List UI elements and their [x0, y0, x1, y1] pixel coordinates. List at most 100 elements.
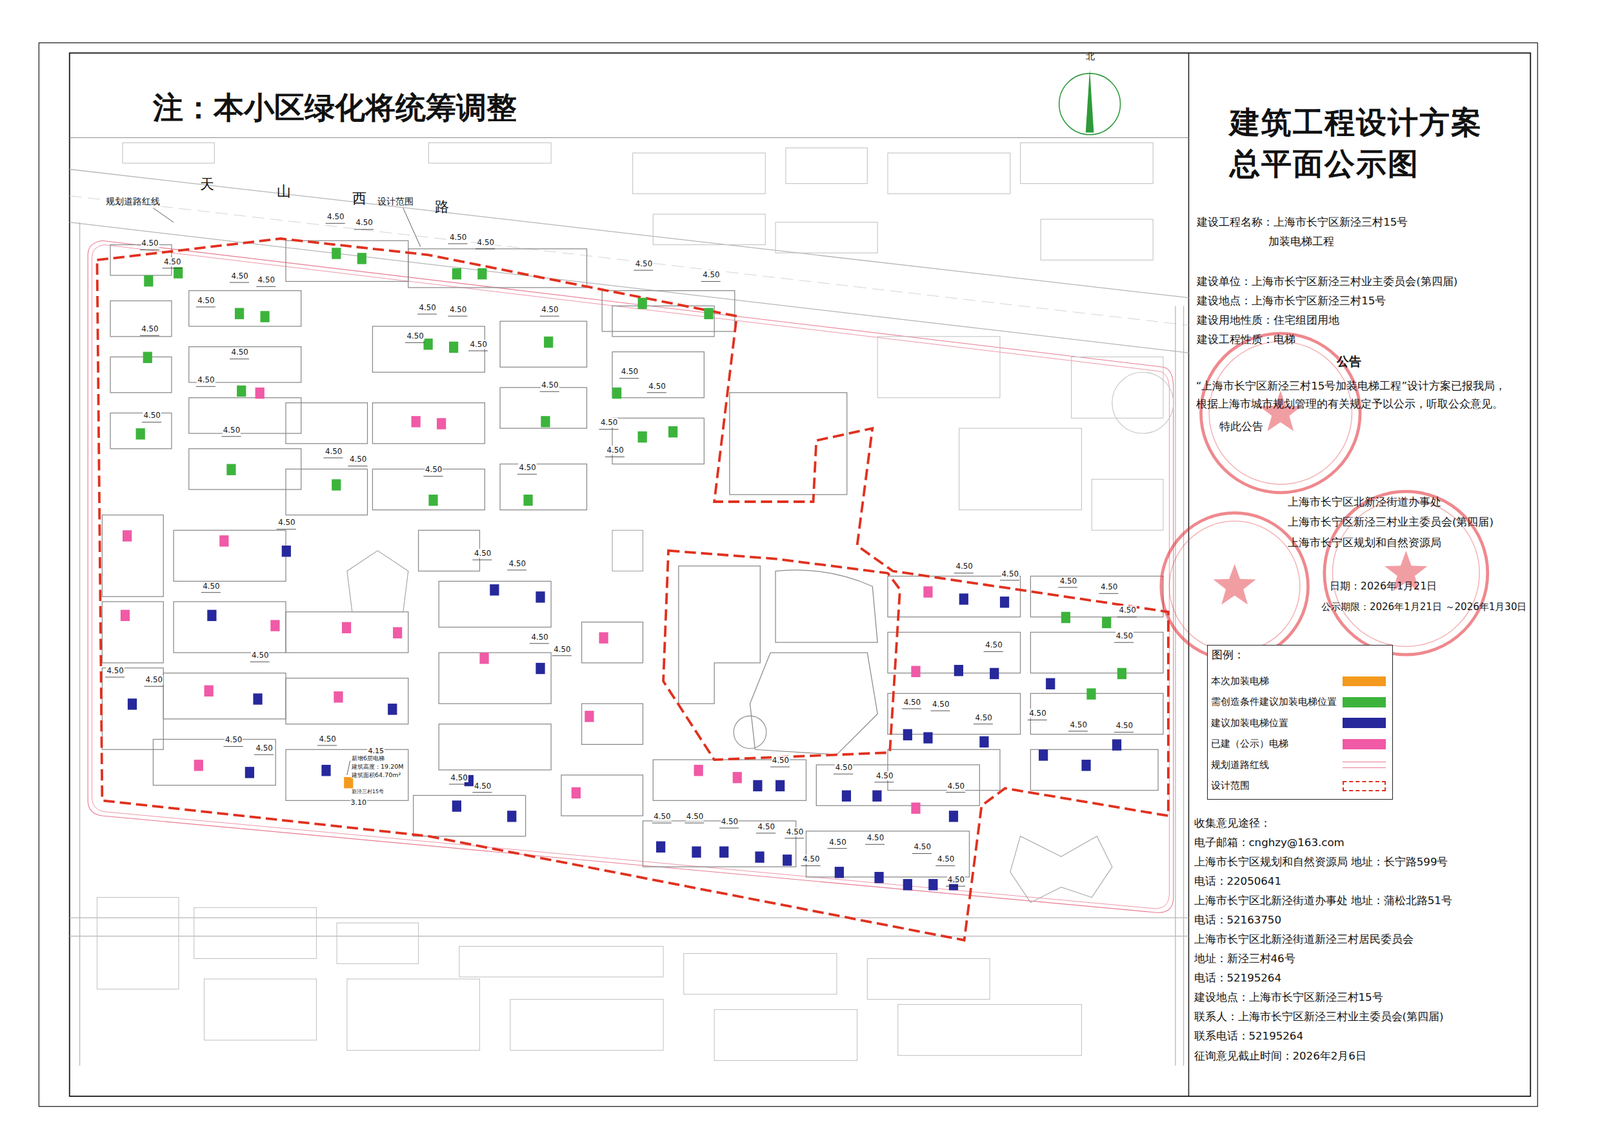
- notice-text: 上海市长宁区北新泾街道办事处 地址：蒲松北路51号: [1194, 894, 1453, 908]
- notice-text: 建设工程性质：电梯: [1196, 333, 1296, 347]
- dimension-line: [935, 865, 955, 867]
- dimension-line: [447, 243, 468, 244]
- neighbour-building: [959, 428, 1082, 511]
- dimension-line: [930, 710, 950, 712]
- elevator-position: [834, 867, 844, 879]
- neighbour-building: [1091, 479, 1164, 531]
- dimension-line: [973, 723, 993, 725]
- elevator-position: [120, 610, 130, 622]
- sheet-title: 建筑工程设计方案 总平面公示图: [1229, 101, 1506, 185]
- neighbour-building: [347, 979, 480, 1051]
- design-boundary-exclusion: [663, 550, 900, 760]
- dimension-line: [468, 350, 488, 351]
- leader-line: [152, 208, 174, 223]
- garden-pavilion: [347, 550, 409, 613]
- garden-pavilion: [612, 530, 643, 571]
- neighbour-building: [1071, 356, 1164, 419]
- notice-text: 收集意见途径：: [1194, 817, 1271, 831]
- dimension-line: [423, 476, 443, 477]
- elevator-position: [656, 841, 666, 853]
- residential-building: [152, 739, 276, 786]
- elevator-position: [540, 416, 550, 428]
- notice-text: 上海市长宁区新泾三村业主委员会(第四届): [1287, 516, 1494, 530]
- residential-building: [285, 403, 368, 444]
- stamp-star: [1259, 390, 1302, 432]
- dimension: 4.50: [1118, 605, 1137, 615]
- elevator-position: [979, 736, 989, 748]
- residential-building: [612, 418, 704, 464]
- elevator-position: [143, 275, 153, 287]
- dimension: 4.50: [224, 735, 243, 745]
- elevator-position: [910, 802, 920, 814]
- dimension: 4.50: [913, 842, 932, 852]
- dimension: 4.50: [647, 381, 666, 391]
- dimension: 4.50: [540, 380, 559, 390]
- residential-building: [642, 821, 796, 868]
- elevator-position: [234, 308, 244, 320]
- elevator-position: [775, 780, 785, 792]
- legend-line-sample: [1342, 761, 1386, 768]
- elevator-position: [436, 418, 446, 430]
- elevator-position: [923, 732, 933, 744]
- elevator-note: 建筑面积64.70m²: [350, 771, 402, 779]
- neighbour-building: [1020, 142, 1154, 184]
- dimension-line: [945, 792, 966, 793]
- dimension: 4.50: [196, 296, 215, 306]
- dimension: 4.50: [418, 303, 437, 313]
- elevator-position: [1000, 596, 1010, 608]
- elevator-position: [331, 247, 341, 259]
- residential-building: [887, 749, 1000, 791]
- dimension-line: [105, 676, 125, 678]
- elevator-position: [571, 787, 581, 799]
- callout-label: 规划道路红线: [105, 196, 160, 208]
- elevator-position: [1081, 760, 1091, 771]
- dimension-line: [472, 560, 492, 561]
- dimension-line: [983, 651, 1004, 653]
- notice-text: 日期：2026年1月21日: [1329, 580, 1437, 593]
- notice-text: 电话：52195264: [1194, 972, 1282, 986]
- elevator-position: [782, 854, 792, 866]
- dimension-line: [756, 832, 776, 834]
- elevator-position: [452, 800, 462, 812]
- elevator-position: [1117, 668, 1127, 680]
- sports-ground: [733, 716, 767, 750]
- dimension: 4.50: [875, 771, 894, 781]
- residential-building: [438, 724, 551, 771]
- dimension-line: [507, 569, 527, 571]
- elevator-note: 建筑高度：19.20M: [350, 763, 404, 771]
- residential-building: [561, 775, 644, 817]
- legend-text: 设计范围: [1210, 780, 1250, 792]
- dimension-line: [221, 436, 241, 437]
- north-label: 北: [1085, 50, 1095, 62]
- dimension-line: [1027, 720, 1048, 721]
- dimension: 4.50: [931, 700, 950, 710]
- dimension-line: [540, 391, 560, 393]
- elevator-position: [270, 620, 280, 631]
- dimension-line: [1114, 732, 1134, 733]
- notice-text: 特此公告: [1219, 420, 1264, 434]
- road-edge: [79, 222, 80, 1067]
- residential-building: [372, 326, 485, 373]
- dimension: 4.50: [450, 773, 469, 783]
- elevator-position: [260, 310, 270, 322]
- dimension-line: [325, 223, 346, 224]
- dimension: 4.50: [771, 756, 790, 766]
- dimension: 4.50: [473, 781, 492, 791]
- residential-building: [285, 678, 409, 725]
- dimension: 4.50: [685, 812, 704, 822]
- dimension: 4.50: [222, 425, 241, 435]
- elevator-position: [903, 729, 913, 741]
- dimension: 4.50: [984, 640, 1003, 650]
- dimension: 4.50: [974, 713, 993, 723]
- dimension: 4.50: [254, 743, 273, 753]
- neighbour-building: [510, 1000, 664, 1051]
- residential-building: [285, 469, 368, 515]
- dimension-line: [1000, 580, 1020, 581]
- dimension-line: [647, 392, 667, 393]
- dimension-line: [223, 746, 244, 748]
- road-edge: [1174, 305, 1176, 1066]
- leader-line: [403, 208, 421, 248]
- residential-building: [887, 693, 1021, 735]
- dimension: 4.50: [1069, 720, 1088, 730]
- notice-text: 加装电梯工程: [1268, 235, 1335, 249]
